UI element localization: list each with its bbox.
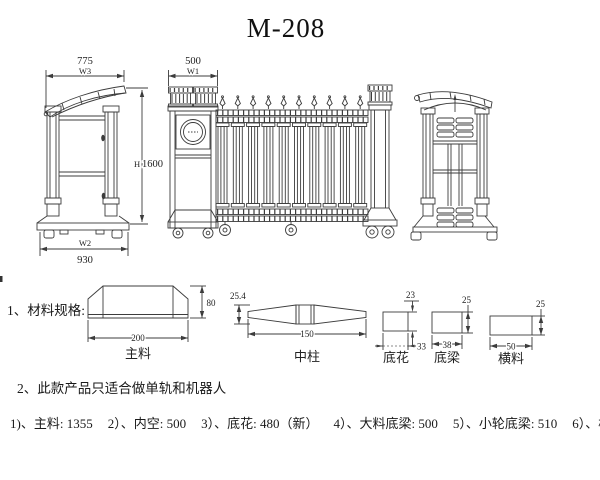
profile-height: 25 [462,295,472,305]
profile-dihua: 23 33 底花 [375,289,428,366]
profile-diliang: 25 38 底梁 [431,294,473,366]
dim-height-label: H [134,159,140,169]
profile-width: 50 [507,342,517,352]
dim-top-width: 775 [77,56,93,67]
dim-height: 1600 [142,159,163,170]
profile-label: 中柱 [294,349,320,364]
dim-gate-width: 500 [185,56,201,67]
profile-label: 底梁 [434,350,460,365]
spec-item: 2）、内空: 500 [107,416,187,431]
profile-height: 25 [536,299,546,309]
profile-width: 200 [131,333,145,343]
dim-gate-width-label: W1 [187,66,199,76]
drawing-title: M-208 [246,13,326,43]
handle-icon [101,192,106,200]
dim-top-width-label: W3 [79,66,91,76]
product-note: 2、此款产品只适合做单轨和机器人 [17,381,227,396]
profile-width: 33 [417,342,427,352]
profile-height: 23 [406,290,416,300]
logo-medallion-icon [180,119,206,145]
scan-artifact [0,276,3,282]
profile-hengliao: 25 50 横料 [489,298,547,367]
handle-icon [101,134,105,142]
crown-ornament [194,87,218,107]
materials-heading: 1、材料规格: [7,303,86,318]
crown-ornament [169,87,193,107]
crown-ornament [368,85,392,105]
spec-item: 5）、小轮底梁: 510 [452,416,558,431]
left-post-front-view: 775 W3 H 1600 W2 930 [36,55,164,267]
post-side-view [410,91,498,241]
spec-item: 3）、底花: 480（新） [201,416,319,431]
dim-bottom-width: 930 [77,255,93,266]
spec-list: 1)、主料: 1355 2）、内空: 500 3）、底花: 480（新） 4）、… [10,413,600,432]
spec-item: 1)、主料: 1355 [10,416,93,431]
profile-zhuliao: 80 200 主料 [87,285,217,362]
profile-label: 底花 [383,350,409,365]
profile-label: 横料 [498,351,524,366]
profile-label: 主料 [125,346,151,361]
profile-height: 25.4 [230,291,246,301]
spec-item: 6）、横料: 482 [572,416,600,431]
profile-height: 80 [207,298,217,308]
gate-front-view: 500 W1 [168,55,398,239]
spec-item: 4）、大料底梁: 500 [333,416,438,431]
profile-zhongzhu: 25.4 150 中柱 [229,290,367,365]
dim-bottom-width-label: W2 [79,238,91,248]
profile-width: 150 [300,329,314,339]
profile-width: 38 [443,340,453,350]
